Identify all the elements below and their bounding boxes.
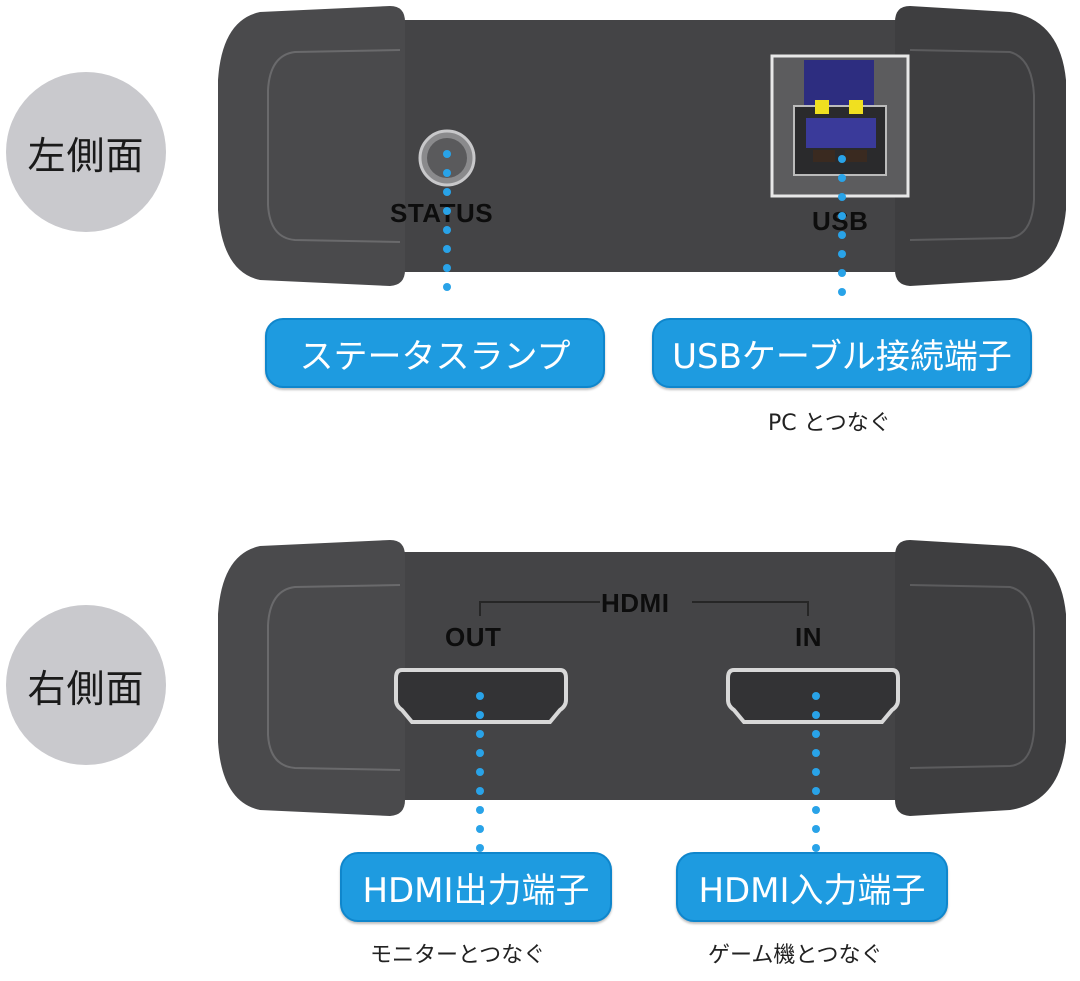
hdmi-in-callout-label: HDMI入力端子 <box>698 870 926 911</box>
hdmi-out-caption: モニターとつなぐ <box>370 943 546 968</box>
hdmi-out-engraving: OUT <box>445 622 502 652</box>
hdmi-out-callout-label: HDMI出力端子 <box>362 870 590 911</box>
device-left-side-view <box>200 0 1080 290</box>
status-lamp-callout-label: ステータスランプ <box>299 336 571 377</box>
device-body-icon <box>218 6 1066 286</box>
hdmi-in-engraving: IN <box>795 622 822 652</box>
usb-port-callout-label: USBケーブル接続端子 <box>672 336 1012 377</box>
hdmi-group-engraving: HDMI <box>601 588 670 618</box>
usb-port-caption: PC とつなぐ <box>768 411 891 436</box>
left-side-badge-label: 左側面 <box>27 133 145 178</box>
right-side-badge: 右側面 <box>6 605 166 765</box>
status-leader-dots <box>443 150 451 302</box>
device-body-icon <box>218 540 1066 816</box>
right-side-badge-label: 右側面 <box>27 666 145 711</box>
usb-port-callout: USBケーブル接続端子 <box>652 318 1032 388</box>
usb-leader-dots <box>838 155 846 307</box>
device-right-side-view <box>200 530 1080 820</box>
hdmi-out-callout: HDMI出力端子 <box>340 852 612 922</box>
status-engraving: STATUS <box>390 198 494 228</box>
hdmi-in-caption: ゲーム機とつなぐ <box>708 943 883 968</box>
status-lamp-callout: ステータスランプ <box>265 318 605 388</box>
hdmi-in-callout: HDMI入力端子 <box>676 852 948 922</box>
left-side-badge: 左側面 <box>6 72 166 232</box>
